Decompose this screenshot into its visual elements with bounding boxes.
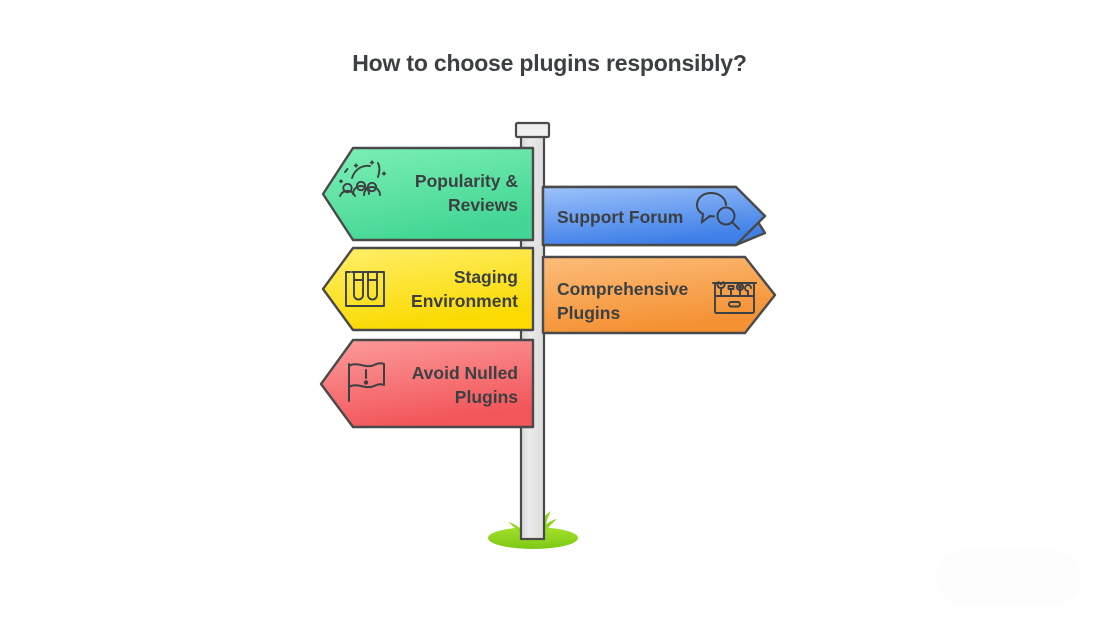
toolbox-icon bbox=[712, 281, 757, 314]
speech-bubble-search-icon bbox=[695, 191, 740, 230]
sign-comprehensive-plugins[interactable] bbox=[541, 255, 777, 335]
sign-label-comprehensive-plugins: Comprehensive Plugins bbox=[557, 279, 689, 323]
sign-popularity-reviews[interactable] bbox=[321, 146, 535, 242]
warning-flag-icon bbox=[348, 362, 385, 402]
sign-label-support-forum: Support Forum bbox=[557, 207, 684, 227]
crowd-confetti-icon bbox=[339, 160, 387, 197]
page-title: How to choose plugins responsibly? bbox=[352, 50, 747, 76]
sign-label-popularity-reviews: Popularity & Reviews bbox=[414, 171, 518, 215]
sign-staging-environment[interactable] bbox=[321, 246, 535, 332]
test-tubes-icon bbox=[345, 271, 385, 307]
sign-support-forum[interactable] bbox=[541, 185, 767, 247]
sign-label-avoid-nulled-plugins: Avoid Nulled Plugins bbox=[411, 363, 518, 407]
sign-avoid-nulled-plugins[interactable] bbox=[319, 338, 535, 429]
sign-label-staging-environment: Staging Environment bbox=[411, 267, 518, 311]
watermark-shape bbox=[936, 550, 1081, 606]
